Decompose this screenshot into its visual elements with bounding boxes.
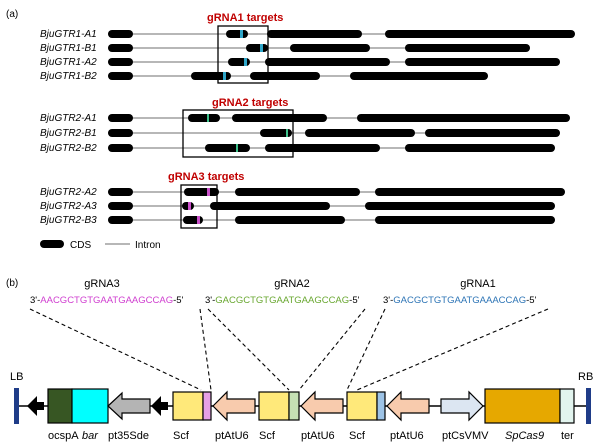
grna1-gene-models (108, 30, 575, 80)
pt35sde-promoter-arrow (107, 391, 151, 421)
gene-model (108, 129, 560, 137)
ptcsvmv-promoter-arrow (440, 390, 484, 422)
gene-model (108, 72, 488, 80)
gene-model (108, 188, 565, 196)
ptatu6-label: ptAtU6 (215, 430, 249, 442)
bar-label: bar (82, 430, 99, 442)
seq-prefix: 3'- (383, 295, 393, 306)
target-mark (240, 30, 243, 38)
target-mark (207, 114, 209, 122)
scf-label: Scf (349, 430, 366, 442)
grna3-targets-title: gRNA3 targets (168, 171, 244, 183)
seq-prefix: 3'- (205, 295, 215, 306)
scf-box (346, 391, 378, 421)
target-mark (236, 144, 238, 152)
scf-label: Scf (173, 430, 190, 442)
gene-model (108, 30, 575, 38)
ptatu6-label: ptAtU6 (390, 430, 424, 442)
grna3-label: gRNA3 (84, 278, 119, 290)
ptatu6-promoter-arrow (386, 390, 430, 422)
ptcsvmv-label: ptCsVMV (442, 430, 489, 442)
panel-b-label: (b) (6, 278, 18, 289)
target-mark (223, 72, 226, 80)
grna2-sequence: 3'-GACGCTGTGAATGAAGCCAG-5' (205, 295, 360, 306)
gene-model (108, 44, 530, 52)
gene-model (108, 216, 555, 224)
spcas9-box (484, 388, 561, 424)
seq-body: GACGCTGTGAATGAAGCCAG (215, 295, 349, 306)
seq-suffix: -5' (526, 295, 536, 306)
gene-model (108, 58, 560, 66)
seq-prefix: 3'- (30, 295, 40, 306)
gene-label: BjuGTR1-A2 (40, 57, 97, 68)
seq-suffix: -5' (349, 295, 359, 306)
scf-box (172, 391, 204, 421)
target-mark (260, 44, 263, 52)
legend-intron-label: Intron (135, 240, 161, 251)
gene-label: BjuGTR2-A2 (40, 187, 97, 198)
ter-box (559, 388, 575, 424)
scf-label: Scf (259, 430, 276, 442)
legend-cds-swatch (40, 240, 64, 248)
grna2-label: gRNA2 (274, 278, 309, 290)
target-mark (207, 188, 210, 196)
gene-label: BjuGTR2-B1 (40, 128, 97, 139)
terminator-arrow-icon (151, 396, 168, 416)
legend-cds-label: CDS (70, 240, 91, 251)
ocspa-box (47, 388, 73, 424)
lb-label: LB (10, 371, 23, 383)
target-mark (197, 216, 200, 224)
target-mark (188, 202, 191, 210)
scf-box (258, 391, 290, 421)
pt35sde-label: pt35Sde (108, 430, 149, 442)
lb-border (14, 388, 19, 424)
grna3-target-box (180, 184, 218, 229)
dashed-connectors (29, 308, 549, 391)
rb-border (586, 388, 591, 424)
grna1-label: gRNA1 (460, 278, 495, 290)
grna2-spacer-box (288, 391, 300, 421)
grna3-sequence: 3'-AACGCTGTGAATGAAGCCAG-5' (30, 295, 184, 306)
grna2-gene-models (108, 114, 570, 152)
grna1-targets-title: gRNA1 targets (207, 12, 283, 24)
gene-model (108, 144, 555, 152)
seq-suffix: -5' (173, 295, 183, 306)
gene-label: BjuGTR2-B3 (40, 215, 97, 226)
ter-label: ter (561, 430, 574, 442)
bar-box (71, 388, 109, 424)
grna2-target-box (182, 109, 294, 158)
ocspa-label: ocspA (48, 430, 79, 442)
terminator-arrow-icon (27, 396, 44, 416)
spcas9-label: SpCas9 (505, 430, 544, 442)
seq-body: GACGCTGTGAATGAAACCAG (393, 295, 526, 306)
rb-label: RB (578, 371, 593, 383)
gene-model (108, 114, 570, 122)
ptatu6-promoter-arrow (300, 390, 344, 422)
gene-label: BjuGTR1-A1 (40, 29, 97, 40)
grna3-spacer-box (202, 391, 212, 421)
gene-label: BjuGTR1-B1 (40, 43, 97, 54)
gene-model (108, 202, 555, 210)
ptatu6-label: ptAtU6 (301, 430, 335, 442)
gene-label: BjuGTR2-B2 (40, 143, 97, 154)
grna2-targets-title: gRNA2 targets (212, 97, 288, 109)
grna1-target-box (217, 25, 269, 84)
gene-label: BjuGTR2-A1 (40, 113, 97, 124)
seq-body: AACGCTGTGAATGAAGCCAG (40, 295, 173, 306)
grna3-gene-models (108, 188, 565, 224)
ptatu6-promoter-arrow (212, 390, 256, 422)
gene-label: BjuGTR1-B2 (40, 71, 97, 82)
gene-label: BjuGTR2-A3 (40, 201, 97, 212)
panel-a-label: (a) (6, 9, 18, 20)
grna1-sequence: 3'-GACGCTGTGAATGAAACCAG-5' (383, 295, 537, 306)
grna1-spacer-box (376, 391, 386, 421)
target-mark (286, 129, 288, 137)
target-mark (244, 58, 247, 66)
